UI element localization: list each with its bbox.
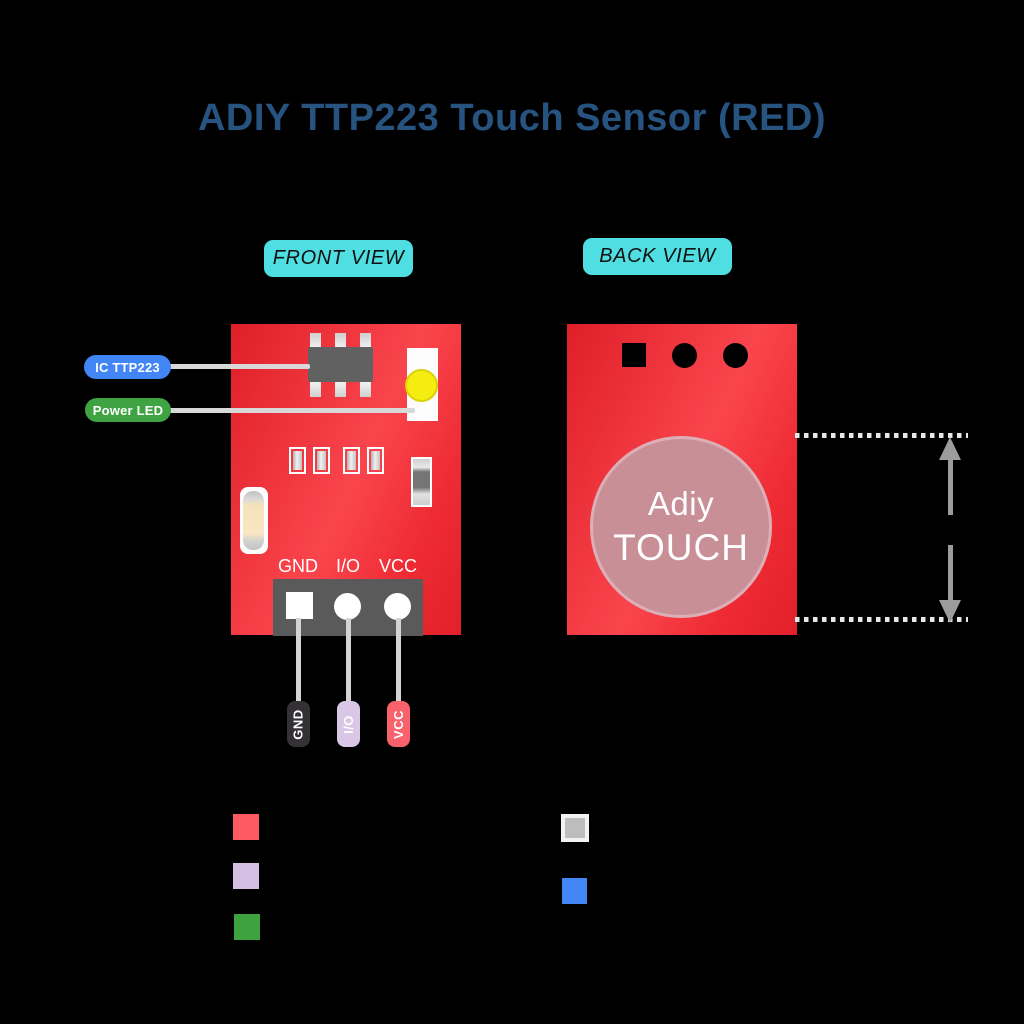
- pin-label-io: I/O: [335, 556, 360, 576]
- ic-ttp223-callout: IC TTP223: [84, 355, 171, 379]
- smd-resistor-body: [317, 451, 326, 470]
- ic-leader-line: [168, 364, 310, 369]
- power-led-lens: [405, 369, 438, 402]
- power-led-callout: Power LED: [85, 398, 171, 422]
- gnd-pad: [286, 592, 313, 619]
- back-view-badge: BACK VIEW: [583, 238, 732, 275]
- smd-resistor: [367, 447, 384, 474]
- power-led-leader-line: [169, 408, 415, 413]
- io-wire: [346, 618, 351, 704]
- capacitor-body: [243, 491, 264, 550]
- vcc-pad: [384, 593, 411, 620]
- smd-resistor-body: [371, 451, 380, 470]
- ic-pin: [335, 333, 346, 349]
- gnd-wire-tag: GND: [287, 701, 310, 747]
- ic-pin: [335, 381, 346, 397]
- dimension-arrow-shaft: [948, 458, 953, 515]
- gnd-wire: [296, 618, 301, 704]
- smd-resistor: [343, 447, 360, 474]
- vcc-wire-tag-label: VCC: [391, 709, 407, 739]
- touch-pad-brand: Adiy: [647, 485, 715, 522]
- smd-resistor: [313, 447, 330, 474]
- dimension-dotted-line-bottom: [795, 617, 968, 622]
- pin-label-gnd: GND: [278, 556, 318, 576]
- io-through-hole: [672, 343, 697, 368]
- ic-chip: [308, 347, 373, 382]
- dimension-dotted-line-top: [795, 433, 968, 438]
- page-title: ADIY TTP223 Touch Sensor (RED): [197, 97, 827, 139]
- vcc-through-hole: [723, 343, 748, 368]
- legend-swatch-green: [234, 914, 260, 940]
- diode-body: [413, 459, 430, 505]
- pin-label-vcc: VCC: [378, 556, 417, 576]
- ic-pin: [310, 333, 321, 349]
- io-wire-tag: I/O: [337, 701, 360, 747]
- legend-swatch-gray: [561, 814, 589, 842]
- gnd-through-hole: [622, 343, 646, 367]
- vcc-wire: [396, 618, 401, 704]
- vcc-wire-tag: VCC: [387, 701, 410, 747]
- dimension-arrow-up-icon: [939, 437, 961, 460]
- dimension-arrow-shaft: [948, 545, 953, 602]
- ic-pin: [360, 333, 371, 349]
- smd-resistor: [289, 447, 306, 474]
- legend-swatch-blue: [562, 878, 587, 904]
- front-view-badge: FRONT VIEW: [264, 240, 413, 277]
- touch-pad-circle: Adiy TOUCH: [590, 436, 772, 618]
- smd-resistor-body: [293, 451, 302, 470]
- legend-swatch-red: [233, 814, 259, 840]
- io-wire-tag-label: I/O: [341, 714, 356, 734]
- ic-pin: [310, 381, 321, 397]
- touch-pad-label: TOUCH: [613, 527, 749, 568]
- io-pad: [334, 593, 361, 620]
- ic-pin: [360, 381, 371, 397]
- dimension-arrow-down-icon: [939, 600, 961, 623]
- smd-resistor-body: [347, 451, 356, 470]
- legend-swatch-lavender: [233, 863, 259, 889]
- gnd-wire-tag-label: GND: [291, 708, 307, 740]
- diode: [411, 457, 432, 507]
- capacitor: [240, 487, 268, 554]
